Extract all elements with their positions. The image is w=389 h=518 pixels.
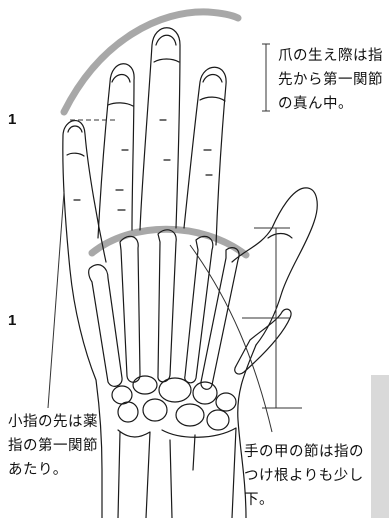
side-tab [371,375,389,518]
nail-bracket [262,44,270,111]
ring-finger [98,64,134,238]
radius [162,428,236,518]
metacarpal-bones [89,230,291,389]
note-nail-position: 爪の生え際は指 先から第一関節 の真ん中。 [278,44,383,116]
middle-finger [140,28,180,230]
note-knuckle-position: 手の甲の節は指の つけ根よりも少し 下。 [244,440,364,512]
carpal-bones [112,376,236,430]
leader-left [48,192,64,408]
ratio-label-bottom: 1 [8,313,16,328]
ulna [118,430,150,518]
ratio-label-top: 1 [8,112,16,127]
index-finger [184,67,226,245]
knuckle-guide-arc [92,229,246,255]
thumb [232,188,317,345]
ratio-bracket [242,228,302,408]
note-pinky-tip: 小指の先は薬 指の第一関節 あたり。 [8,410,98,482]
